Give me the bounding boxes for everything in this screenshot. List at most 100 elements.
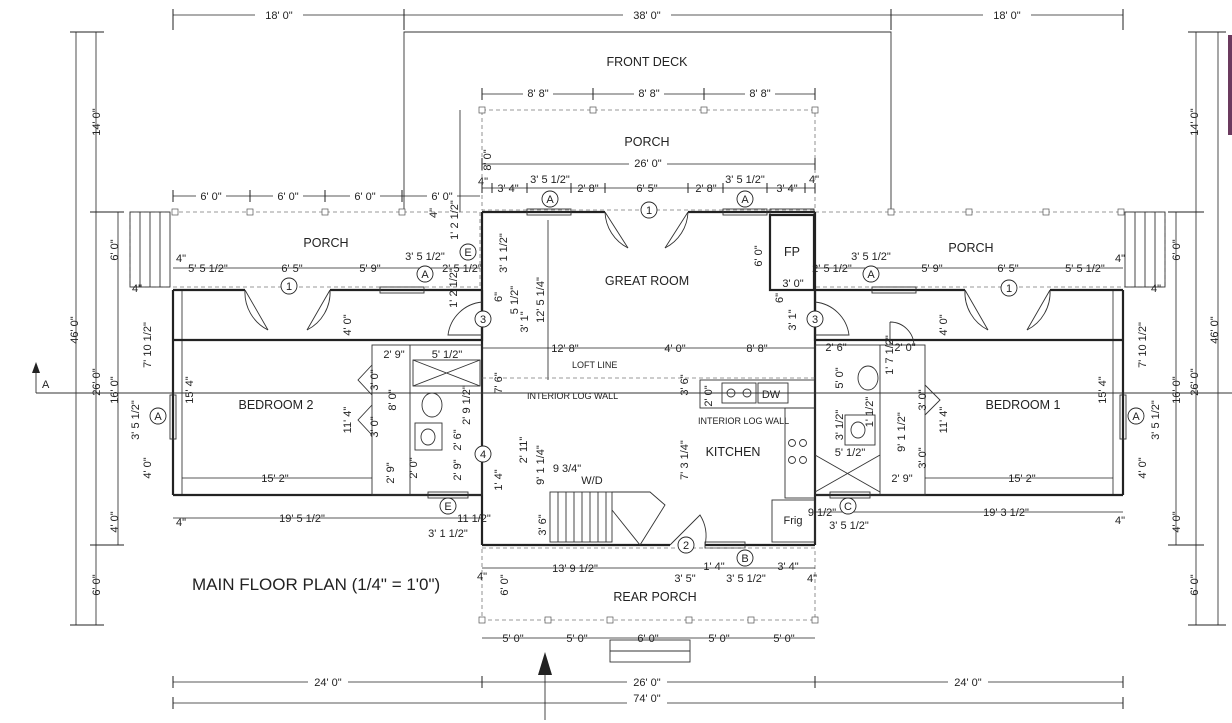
dim-right-55: 5' 5 1/2" [1065, 263, 1105, 275]
window-marker-a-bedroom2: A [149, 407, 167, 425]
bath-left [357, 344, 483, 496]
svg-text:A: A [1132, 411, 1140, 423]
dim-bath-30: 3' 0" [369, 369, 381, 390]
dim-gr-4b: 4" [809, 174, 819, 186]
dim-left-65: 6' 5" [281, 263, 302, 275]
svg-text:B: B [741, 553, 748, 565]
dim-rp-50a: 5' 0" [502, 633, 523, 645]
front-deck-label: FRONT DECK [606, 55, 688, 69]
dim-k-211: 2' 11" [518, 437, 530, 464]
dim-b2-7112: 7' 10 1/2" [142, 322, 154, 368]
dim-rp-50b: 5' 0" [566, 633, 587, 645]
dim-bath-29c: 2' 9" [452, 459, 464, 480]
dim-rp-4a: 4" [477, 571, 487, 583]
interior-doors [447, 301, 915, 546]
dim-rp-50c: 5' 0" [708, 633, 729, 645]
door-marker-1-left: 1 [280, 277, 298, 295]
dim-porch-26: 26' 0" [634, 158, 662, 170]
dim-rs-160: 16' 0" [1171, 376, 1183, 404]
section-arrow-bottom [538, 652, 552, 720]
dim-r-1712: 1' 7 1/2" [884, 335, 896, 375]
side-porch-posts [171, 208, 1125, 216]
dim-gr-28a: 2' 8" [577, 183, 598, 195]
dim-r-40: 4' 0" [938, 314, 950, 335]
dim-porch-depth: 8' 0" [482, 149, 494, 170]
dim-r-26: 2' 6" [825, 342, 846, 354]
dim-bot-1112: 11 1/2" [457, 513, 491, 525]
dim-b2-114: 11' 4" [342, 407, 354, 434]
window-marker-a-left-porch: A [416, 265, 434, 283]
dim-b2-152: 15' 2" [261, 473, 289, 485]
dim-ls-26: 26' 0" [91, 368, 103, 396]
window-marker-a-front-right: A [736, 190, 754, 208]
dim-r-114: 11' 4" [938, 407, 950, 434]
svg-text:C: C [844, 501, 852, 513]
dim-k-934: 9 3/4" [553, 463, 581, 475]
dim-ls-60a: 6' 0" [109, 239, 121, 260]
section-marker-label: A [42, 379, 50, 391]
dim-right-59: 5' 9" [921, 263, 942, 275]
dim-bath-29: 2' 9" [383, 349, 404, 361]
dim-k-7314: 7' 3 1/4" [679, 440, 691, 480]
dim-gr-3512b: 3' 5 1/2" [725, 174, 765, 186]
svg-text:A: A [741, 194, 749, 206]
dim-rs-4: 4" [1151, 283, 1161, 295]
dim-gr-65: 6' 5" [636, 183, 657, 195]
dim-bath-26: 2' 6" [452, 429, 464, 450]
dim-r-30b: 3' 0" [917, 447, 929, 468]
dim-fp-60: 6' 0" [753, 245, 765, 266]
dim-b1-154: 15' 4" [1097, 376, 1109, 404]
dim-bot-19512: 19' 5 1/2" [279, 513, 325, 525]
dim-rs-46: 46' 0" [1209, 316, 1221, 344]
dim-gr-4c: 4" [428, 208, 440, 218]
frig-label: Frig [784, 515, 803, 527]
dim-gr-28b: 2' 8" [695, 183, 716, 195]
dim-lp-3: 6' 0" [354, 191, 375, 203]
dim-deck-3: 8' 8" [749, 88, 770, 100]
dim-gr-1254: 12' 5 1/4" [535, 277, 547, 323]
bedroom2-label: BEDROOM 2 [238, 398, 313, 412]
dim-rp-4b: 4" [807, 573, 817, 585]
svg-text:1: 1 [646, 205, 652, 217]
dim-left-2512: 2' 5 1/2" [442, 263, 482, 275]
dim-gr-6: 6" [493, 292, 505, 302]
dim-b2-40: 4' 0" [342, 314, 354, 335]
dim-rs-40: 4' 0" [1171, 511, 1183, 532]
dim-r-912: 9' 1 1/2" [896, 412, 908, 452]
left-french-door [244, 289, 331, 331]
dim-r-50: 5' 0" [834, 367, 846, 388]
fp-label: FP [784, 245, 800, 259]
dim-rs-26: 26' 0" [1189, 368, 1201, 396]
dim-rp-34: 3' 4" [777, 561, 798, 573]
dim-bot-193: 19' 3 1/2" [983, 507, 1029, 519]
dim-ls-60b: 6' 0" [91, 574, 103, 595]
dim-ls-4: 4" [132, 283, 142, 295]
window-marker-b: B [736, 549, 754, 567]
window-edge-accent [1228, 35, 1232, 135]
door-marker-3-right: 3 [806, 310, 824, 328]
window-marker-e-bottom: E [439, 497, 457, 515]
dim-fp-31: 3' 1" [787, 309, 799, 330]
dim-k-14: 1' 4" [493, 469, 505, 490]
dim-b1-40b: 4' 0" [1137, 457, 1149, 478]
dim-bath-76: 7' 6" [493, 372, 505, 393]
dim-rp-14: 1' 4" [703, 561, 724, 573]
dim-left-55: 5' 5 1/2" [188, 263, 228, 275]
svg-text:3: 3 [480, 314, 486, 326]
front-deck-outline [403, 31, 892, 212]
window-marker-e-top: E [459, 243, 477, 261]
dim-k-36b: 3' 6" [537, 514, 549, 535]
dim-gr-4a: 4" [478, 176, 488, 188]
dim-bath-2912: 2' 9 1/2" [461, 385, 473, 425]
dim-gr-3512a: 3' 5 1/2" [530, 174, 570, 186]
interior-log-wall-right: INTERIOR LOG WALL [698, 416, 789, 426]
dim-left-4in: 4" [176, 253, 186, 265]
door-marker-1-right: 1 [1000, 279, 1018, 297]
dim-fp-30: 3' 0" [782, 278, 803, 290]
plan-title: MAIN FLOOR PLAN (1/4" = 1'0") [192, 575, 440, 594]
dim-rp-35: 3' 5" [674, 573, 695, 585]
front-porch-posts [478, 106, 819, 114]
rear-porch-posts [478, 616, 819, 624]
windows [169, 208, 1127, 549]
